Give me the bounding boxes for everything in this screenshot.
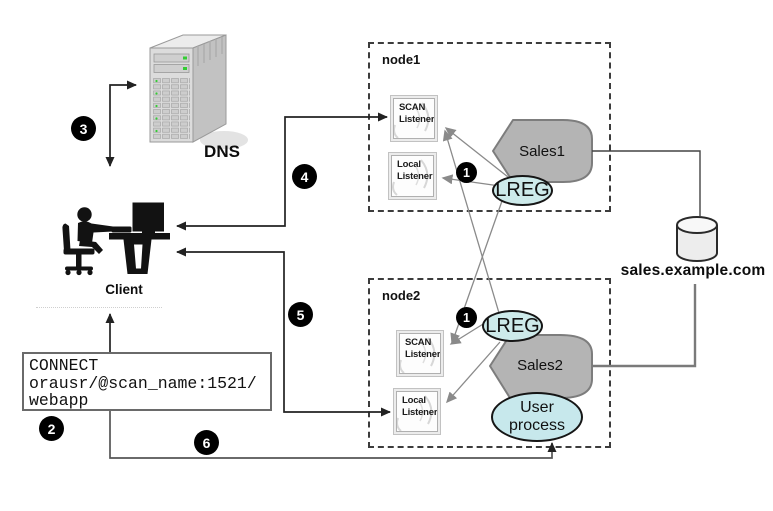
lreg2-to-local2-arrow — [446, 341, 501, 404]
step-badge-5: 5 — [288, 302, 313, 327]
sales2-service-label: Sales2 — [517, 357, 563, 374]
node2-lreg-label: LREG — [485, 314, 540, 337]
node2-scan-listener-box: SCAN Listener — [396, 330, 444, 377]
client-label: Client — [105, 282, 143, 297]
node1-label: node1 — [382, 52, 421, 67]
lreg1-to-scan1-arrow — [444, 127, 509, 178]
desk — [109, 233, 170, 240]
keyboard — [111, 226, 132, 233]
node1-local-listener-frame: Local Listener — [391, 155, 434, 197]
side-vents — [197, 37, 223, 66]
node1-lreg-ellipse: LREG — [492, 175, 553, 206]
led-green — [183, 67, 187, 70]
vent-grid — [153, 78, 190, 139]
connect-line-3: webapp — [29, 391, 89, 410]
user-process-label: User process — [508, 398, 566, 434]
connect-line-1: CONNECT — [29, 356, 99, 375]
node2-local-listener-box: Local Listener — [393, 388, 441, 435]
database-hostname-label: sales.example.com — [620, 262, 766, 279]
step-badge-4: 4 — [292, 164, 317, 189]
database-cylinder-icon — [676, 216, 718, 262]
monitor — [132, 202, 164, 232]
listener-ear-icon — [397, 395, 433, 431]
client-user-process-arrow — [109, 411, 557, 459]
step-badge-3: 3 — [71, 116, 96, 141]
node1-local-listener-label: Local Listener — [397, 159, 433, 182]
node1-lreg-label: LREG — [495, 179, 550, 201]
step-badge-2: 2 — [39, 416, 64, 441]
dns-server-icon — [149, 34, 248, 149]
step-badge-6: 6 — [194, 430, 219, 455]
node1-local-listener-box: Local Listener — [388, 152, 437, 200]
dns-label: DNS — [204, 142, 240, 161]
client-scan-listener-arrow — [176, 112, 388, 231]
client-local-listener-arrow — [176, 247, 391, 417]
client-workstation-icon — [62, 202, 170, 276]
led-column — [155, 79, 158, 133]
dns-lookup-arrow — [105, 80, 137, 167]
listener-ear-icon — [400, 337, 436, 373]
node2-label: node2 — [382, 288, 421, 303]
user-process-ellipse: User process — [491, 392, 583, 442]
listener-ear-icon — [394, 102, 430, 138]
led-green — [183, 56, 187, 60]
lreg2-to-scan1-arrow — [442, 129, 500, 314]
node2-scan-listener-frame: SCAN Listener — [399, 333, 441, 374]
sales1-database-line — [592, 150, 701, 216]
node2-local-listener-frame: Local Listener — [396, 391, 438, 432]
node2-scan-listener-label: SCAN Listener — [405, 337, 441, 360]
client-baseline-dotted — [36, 307, 162, 308]
node1-scan-listener-box: SCAN Listener — [390, 95, 438, 142]
listener-ear-icon — [392, 159, 429, 196]
node2-lreg-ellipse: LREG — [482, 310, 543, 342]
lreg1-to-local1-arrow — [441, 174, 501, 187]
node2-local-listener-label: Local Listener — [402, 395, 438, 418]
node1-scan-listener-label: SCAN Listener — [399, 102, 435, 125]
step-badge-1-node1: 1 — [456, 162, 477, 183]
lreg2-to-scan2-arrow — [449, 320, 489, 345]
sales1-service-label: Sales1 — [519, 143, 565, 160]
sales2-database-line — [592, 284, 697, 368]
node1-scan-listener-frame: SCAN Listener — [393, 98, 435, 139]
step-badge-1-node2: 1 — [456, 307, 477, 328]
